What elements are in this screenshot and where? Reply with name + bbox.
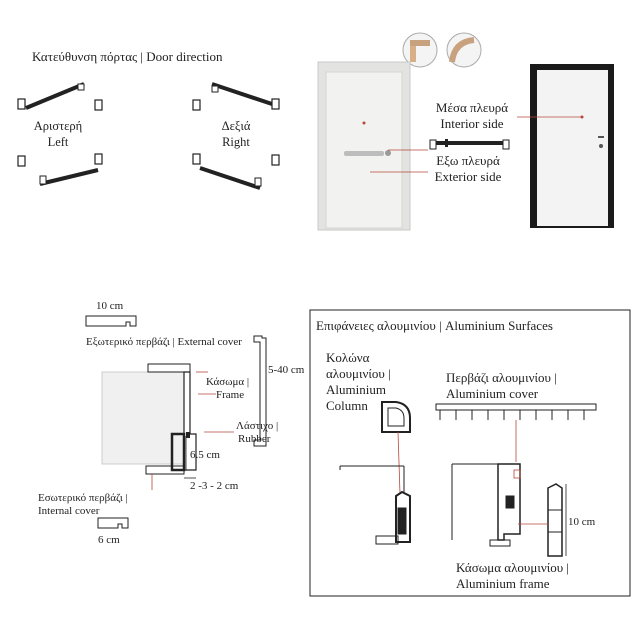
door-right-bottom (192, 153, 280, 190)
internal-cover-gr: Εσωτερικό περβάζι | (38, 492, 128, 504)
wood-swatch-icon (402, 32, 438, 68)
exterior-side-gr: Εξω πλευρά (436, 153, 500, 168)
dim-gap: 2 -3 - 2 cm (190, 480, 239, 492)
internal-cover-en: Internal cover (38, 505, 100, 517)
door-right-top (192, 82, 280, 111)
dim-10cm-frame: 10 cm (568, 516, 596, 528)
aluminium-column-illustration (339, 401, 411, 545)
aluminium-title: Επιφάνειες αλουμινίου | Aluminium Surfac… (316, 318, 553, 333)
door-left-top (17, 82, 103, 111)
interior-side-gr: Μέσα πλευρά (435, 100, 509, 115)
cover-label-2: Aluminium cover (446, 386, 539, 401)
right-label-en: Right (222, 135, 250, 149)
external-cover-label: Εξωτερικό περβάζι | External cover (86, 336, 242, 348)
column-label-4: Column (326, 398, 368, 413)
left-label-en: Left (47, 135, 69, 149)
dim-6cm: 6 cm (98, 534, 120, 546)
column-label-2: αλουμινίου | (326, 366, 391, 381)
alu-frame-label-1: Κάσωμα αλουμινίου | (456, 560, 569, 575)
aluminium-panel-border (309, 309, 631, 597)
dim-6-5cm: 6.5 cm (190, 449, 220, 461)
dim-5-40cm: 5-40 cm (268, 364, 305, 376)
frame-label-gr: Κάσωμα | (206, 376, 250, 388)
white-swatch-icon (446, 32, 482, 68)
column-label-3: Aluminium (326, 382, 386, 397)
door-section-icon (429, 139, 510, 150)
rubber-label-en: Rubber (238, 433, 271, 445)
right-label-gr: Δεξιά (221, 119, 251, 133)
column-label-1: Κολώνα (326, 350, 370, 365)
rubber-label-gr: Λάστιχο | (236, 420, 279, 432)
dim-10cm: 10 cm (96, 300, 124, 312)
aluminium-cover-illustration (435, 403, 597, 547)
exterior-side-en: Exterior side (434, 169, 502, 184)
frame-cross-section (85, 315, 267, 529)
frame-label-en: Frame (216, 389, 245, 401)
door-left-bottom (17, 153, 103, 186)
cover-label-1: Περβάζι αλουμινίου | (446, 370, 557, 385)
alu-frame-label-2: Aluminium frame (456, 576, 550, 591)
door-interior-illustration (517, 64, 614, 228)
left-label-gr: Αριστερή (33, 119, 83, 133)
interior-side-en: Interior side (440, 116, 504, 131)
aluminium-frame-illustration (518, 483, 567, 557)
door-exterior-illustration (317, 61, 428, 231)
door-direction-title: Κατεύθυνση πόρτας | Door direction (32, 49, 223, 64)
